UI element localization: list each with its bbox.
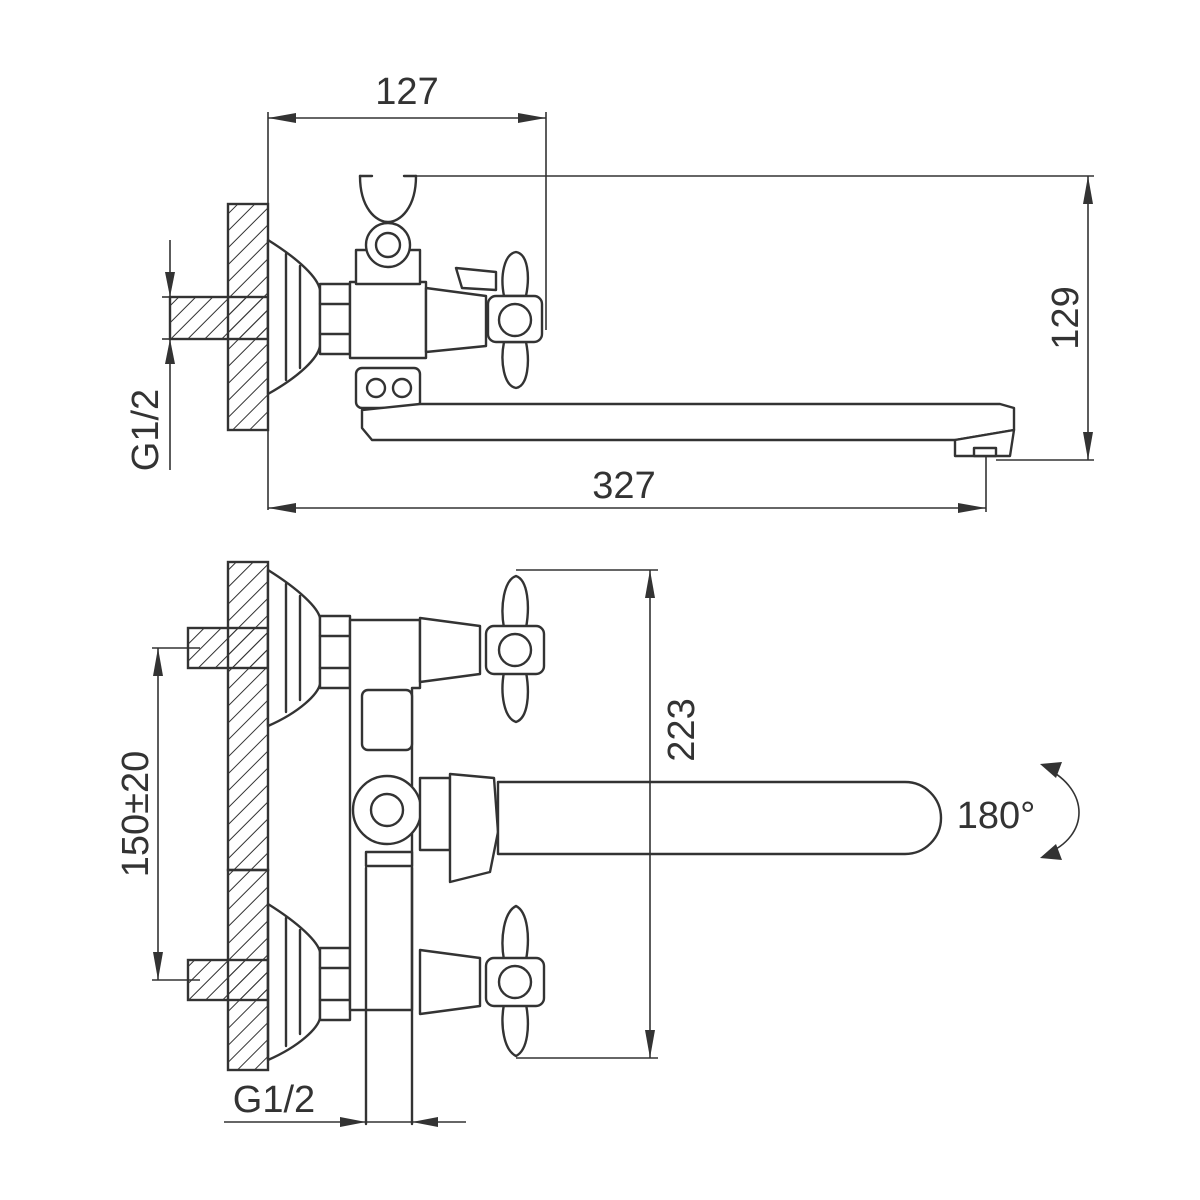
- front-view: 180° 223 150±20 G1/2: [115, 560, 1080, 1127]
- dim-129: 129: [406, 175, 1094, 461]
- top-mixer-body: [348, 280, 428, 360]
- dim-127: 127: [267, 71, 547, 510]
- thread-top-label: G1/2: [125, 389, 167, 471]
- dim-327: 327: [268, 456, 987, 513]
- front-valve-upper: [418, 616, 482, 684]
- dim-223: 223: [516, 569, 703, 1059]
- rotation-indicator: 180°: [957, 762, 1080, 860]
- dim-223-label: 223: [661, 698, 703, 761]
- dim-129-label: 129: [1045, 286, 1087, 349]
- dim-thread-bottom: G1/2: [224, 1079, 466, 1127]
- top-inlet-pipe: [168, 295, 270, 341]
- top-spout: [360, 402, 1016, 442]
- front-spout-collar: [418, 776, 452, 852]
- dim-thread-top: G1/2: [125, 240, 178, 471]
- front-spout: [496, 780, 943, 856]
- top-aerator: [953, 428, 1016, 458]
- top-cross-handle: [454, 250, 544, 390]
- top-wall-flange: [266, 238, 322, 396]
- front-wall: [226, 560, 270, 872]
- front-cross-handle-lower: [484, 904, 546, 1058]
- front-diverter: [360, 688, 414, 752]
- top-hex-nut: [318, 282, 352, 356]
- dim-127-label: 127: [375, 71, 438, 113]
- thread-bottom-label: G1/2: [233, 1079, 315, 1121]
- front-flange-lower: [266, 902, 322, 1062]
- front-hex-nut-lower: [318, 946, 352, 1022]
- dim-150-label: 150±20: [115, 751, 157, 878]
- front-hex-nut-upper: [318, 614, 352, 690]
- front-valve-lower: [418, 948, 482, 1016]
- front-flange-upper: [266, 568, 322, 728]
- dim-327-label: 327: [592, 465, 655, 507]
- rotation-label: 180°: [957, 795, 1036, 837]
- front-cross-handle-upper: [484, 574, 546, 724]
- top-valve-bonnet: [424, 286, 488, 354]
- top-shower-holder: [358, 174, 418, 224]
- dim-150: 150±20: [115, 647, 200, 981]
- top-view: 127 129 327 G1/2: [125, 71, 1094, 513]
